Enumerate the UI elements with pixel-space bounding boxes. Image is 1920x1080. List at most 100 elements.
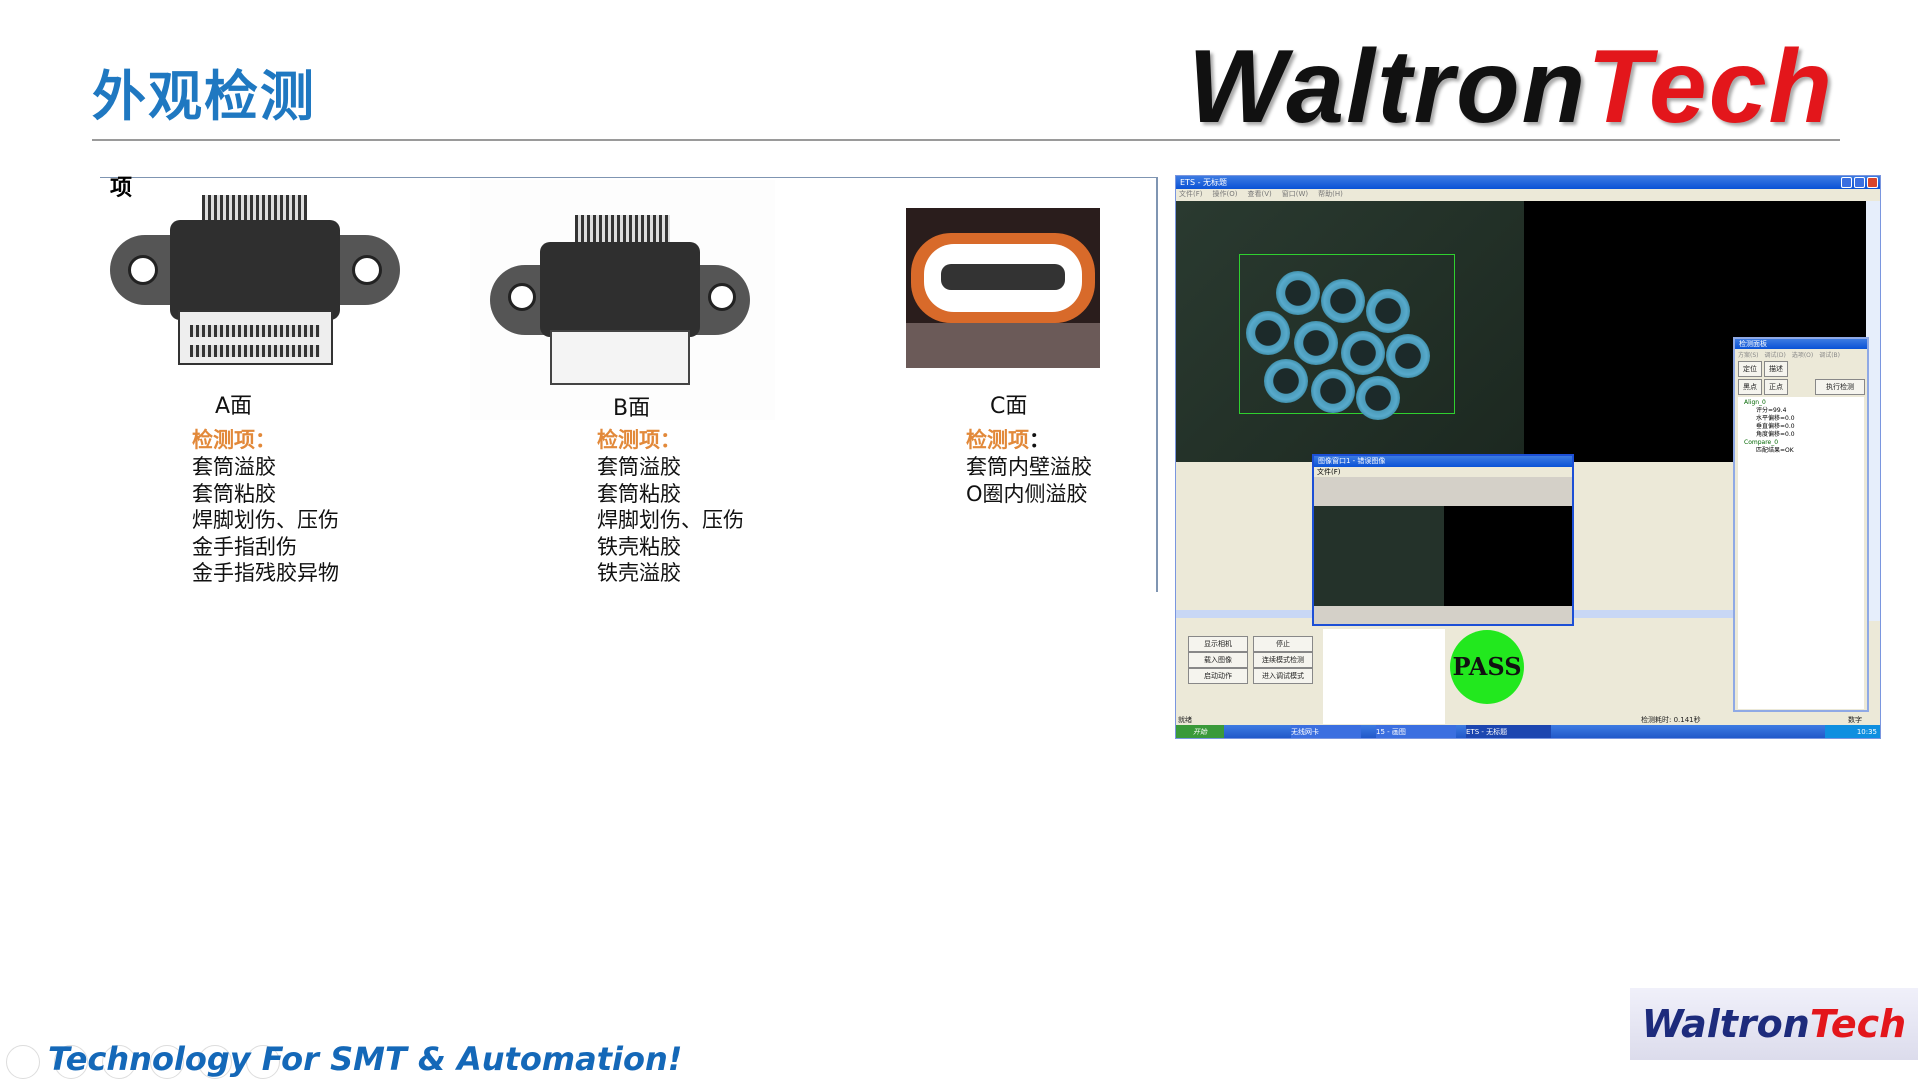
- nav-icon[interactable]: [54, 1045, 88, 1079]
- show-camera-button[interactable]: 显示相机: [1188, 636, 1248, 652]
- camera-image: [1176, 201, 1524, 462]
- tree-leaf: 匹配结果=OK: [1756, 447, 1794, 454]
- logo-left: Waltron: [1188, 29, 1588, 145]
- tree-node[interactable]: Align_0: [1744, 399, 1766, 406]
- nav-icon[interactable]: [246, 1045, 280, 1079]
- continuous-mode-button[interactable]: 连续模式检测: [1253, 652, 1313, 668]
- heading-colon: ：: [255, 428, 276, 452]
- face-b-label: B面: [613, 396, 651, 421]
- popup-titlebar: 图像窗口1 - 错误图像: [1314, 456, 1572, 467]
- list-item: 焊脚划伤、压伤: [192, 508, 339, 532]
- menu-view[interactable]: 查看(V): [1247, 190, 1272, 198]
- inspection-panel: [100, 177, 1158, 592]
- describe-button[interactable]: 描述: [1764, 361, 1788, 377]
- load-image-button[interactable]: 载入图像: [1188, 652, 1248, 668]
- clock: 10:35: [1825, 725, 1880, 738]
- list-item: 铁壳溢胶: [597, 561, 681, 585]
- prev-slide-icon[interactable]: [6, 1045, 40, 1079]
- minimize-icon[interactable]: [1841, 177, 1852, 188]
- list-item: 套筒粘胶: [597, 481, 681, 506]
- popup-menu-file[interactable]: 文件(F): [1314, 467, 1572, 477]
- nav-icon[interactable]: [102, 1045, 136, 1079]
- menu-file[interactable]: 文件(F): [1179, 190, 1203, 198]
- face-c-items: 检测项： 套筒内壁溢胶 O圈内侧溢胶: [966, 424, 1092, 507]
- nav-icon[interactable]: [150, 1045, 184, 1079]
- tool-menu-debug2[interactable]: 调试(B): [1819, 352, 1841, 359]
- menu-operate[interactable]: 操作(O): [1212, 190, 1238, 198]
- tool-menu-scheme[interactable]: 方案(S): [1738, 352, 1759, 359]
- taskbar-item[interactable]: ETS - 无标题: [1466, 725, 1551, 738]
- tool-menu-debug[interactable]: 调试(D): [1764, 352, 1786, 359]
- connector-c-image: [906, 208, 1100, 368]
- normal-dot-button[interactable]: 正点: [1764, 379, 1788, 395]
- menu-help[interactable]: 帮助(H): [1318, 190, 1343, 198]
- tree-leaf: 垂直偏移=0.0: [1756, 423, 1795, 430]
- list-item: 铁壳粘胶: [597, 534, 681, 559]
- status-ready: 就绪: [1178, 716, 1192, 724]
- pass-indicator: PASS: [1450, 630, 1524, 704]
- popup-image: [1314, 506, 1572, 606]
- footer-logo-left: Waltron: [1641, 1002, 1810, 1046]
- tagline: Technology For SMT & Automation!: [48, 1040, 683, 1078]
- result-tree: Align_0 评分=99.4 水平偏移=0.0 垂直偏移=0.0 角度偏移=0…: [1738, 397, 1864, 709]
- face-a-label: A面: [215, 394, 253, 419]
- tree-node[interactable]: Compare_0: [1744, 439, 1779, 446]
- face-a-items: 检测项： 套筒溢胶 套筒粘胶 焊脚划伤、压伤 金手指刮伤 金手指残胶异物: [192, 424, 339, 587]
- corner-text: 项: [110, 176, 133, 201]
- items-heading: 检测项: [966, 428, 1029, 452]
- list-item: 套筒溢胶: [192, 455, 276, 479]
- tree-leaf: 角度偏移=0.0: [1756, 431, 1795, 438]
- debug-mode-button[interactable]: 进入调试模式: [1253, 668, 1313, 684]
- start-button[interactable]: 开始: [1176, 725, 1224, 738]
- status-numlock: 数字: [1848, 716, 1862, 724]
- roi-box: [1239, 254, 1455, 414]
- face-c-label: C面: [990, 394, 1028, 419]
- page-title: 外观检测: [92, 65, 316, 128]
- connector-a-image: [110, 190, 400, 375]
- list-item: 套筒粘胶: [192, 481, 276, 506]
- connector-b-image: [470, 180, 775, 420]
- tree-leaf: 评分=99.4: [1756, 407, 1787, 414]
- footer-logo-right: Tech: [1809, 1002, 1907, 1046]
- heading-colon: ：: [660, 428, 681, 452]
- status-bar: 就绪 检测耗时: 0.141秒 数字: [1176, 715, 1880, 725]
- list-item: 套筒溢胶: [597, 455, 681, 479]
- info-box: [1323, 629, 1445, 724]
- brand-logo: WaltronTech: [1188, 28, 1834, 147]
- locate-button[interactable]: 定位: [1738, 361, 1762, 377]
- menu-bar: 文件(F) 操作(O) 查看(V) 窗口(W) 帮助(H): [1179, 189, 1343, 201]
- menu-window[interactable]: 窗口(W): [1281, 190, 1309, 198]
- logo-right: Tech: [1587, 29, 1835, 145]
- list-item: 金手指残胶异物: [192, 561, 339, 585]
- tool-menu-options[interactable]: 选项(O): [1791, 352, 1814, 359]
- taskbar-item[interactable]: 无线网卡: [1291, 725, 1361, 738]
- items-heading: 检测项: [597, 428, 660, 452]
- footer-logo: WaltronTech: [1630, 988, 1918, 1060]
- window-titlebar: ETS - 无标题: [1176, 176, 1880, 189]
- tool-panel: 检测面板 方案(S) 调试(D) 选项(O) 调试(B) 定位 描述 黑点 正点…: [1733, 337, 1869, 712]
- maximize-icon[interactable]: [1854, 177, 1865, 188]
- face-b-items: 检测项： 套筒溢胶 套筒粘胶 焊脚划伤、压伤 铁壳粘胶 铁壳溢胶: [597, 424, 744, 587]
- list-item: 套筒内壁溢胶: [966, 455, 1092, 479]
- status-time: 检测耗时: 0.141秒: [1641, 716, 1701, 724]
- black-dot-button[interactable]: 黑点: [1738, 379, 1762, 395]
- list-item: O圈内侧溢胶: [966, 481, 1088, 506]
- heading-colon: ：: [1029, 428, 1050, 452]
- stop-button[interactable]: 停止: [1253, 636, 1313, 652]
- taskbar: 开始 无线网卡 15 - 画图 ETS - 无标题 10:35: [1176, 725, 1880, 738]
- nav-icon[interactable]: [198, 1045, 232, 1079]
- list-item: 金手指刮伤: [192, 534, 297, 559]
- vertical-scrollbar[interactable]: [1866, 201, 1880, 621]
- run-check-button[interactable]: 执行检测: [1815, 379, 1865, 395]
- start-action-button[interactable]: 启动动作: [1188, 668, 1248, 684]
- window-title: ETS - 无标题: [1180, 178, 1227, 187]
- header-divider: [92, 139, 1840, 141]
- list-item: 焊脚划伤、压伤: [597, 508, 744, 532]
- items-heading: 检测项: [192, 428, 255, 452]
- tool-panel-title: 检测面板: [1735, 339, 1867, 349]
- taskbar-item[interactable]: 15 - 画图: [1376, 725, 1456, 738]
- software-screenshot: ETS - 无标题 文件(F) 操作(O) 查看(V) 窗口(W) 帮助(H) …: [1175, 175, 1881, 739]
- image-popup-window: 图像窗口1 - 错误图像 文件(F): [1312, 454, 1574, 626]
- close-icon[interactable]: [1867, 177, 1878, 188]
- popup-title: 图像窗口1 - 错误图像: [1318, 457, 1386, 465]
